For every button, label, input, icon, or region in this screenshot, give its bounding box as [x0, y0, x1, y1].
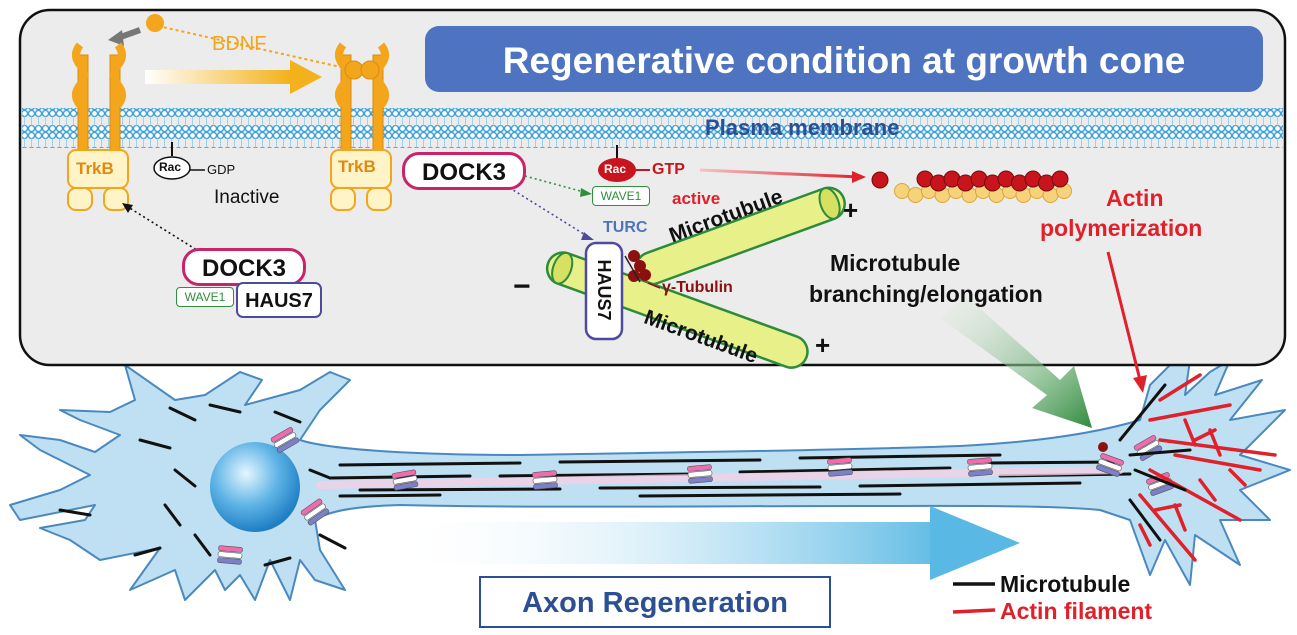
dock3-mid-label: DOCK3: [421, 159, 506, 186]
wave1-mid-box: WAVE1: [592, 186, 650, 206]
red-process-arrow: [1106, 251, 1147, 393]
cargo-vesicle: [967, 457, 993, 477]
cargo-vesicle: [827, 457, 853, 477]
axon-regeneration-arrow: [390, 506, 1020, 580]
actin-bead: [894, 183, 910, 199]
dock3-left-pill: DOCK3: [182, 248, 306, 286]
rac-inactive: [153, 142, 205, 180]
rac-to-actin-arrow: [699, 168, 866, 183]
dock3-mid-pill: DOCK3: [402, 152, 526, 190]
trkb-left-label: TrkB: [76, 159, 114, 178]
cargo-vesicle: [687, 464, 713, 484]
legend-actin: Actin filament: [1000, 598, 1153, 624]
wave1-mid-label: WAVE1: [600, 189, 642, 203]
neuron: [9, 359, 1291, 601]
growth-cone-cytoskeleton: [1098, 373, 1277, 562]
inactive-label: Inactive: [214, 187, 280, 208]
actin-filament-chain: [871, 170, 1072, 203]
process-actin-line2: polymerization: [1040, 215, 1203, 241]
wave1-left-box: WAVE1: [176, 287, 234, 307]
process-mt-line1: Microtubule: [830, 250, 961, 276]
rac-active: [598, 145, 650, 182]
trkb-right-label: TrkB: [338, 157, 376, 176]
process-actin-line1: Actin: [1106, 185, 1164, 211]
gdp-label: GDP: [207, 162, 236, 177]
bdnf-ligand: [108, 14, 346, 69]
legend-microtubule: Microtubule: [1000, 571, 1131, 597]
trkb-receptor-right: [330, 42, 392, 211]
haus7-vertical-shape: [584, 241, 624, 341]
dock3-left-label: DOCK3: [201, 255, 286, 282]
bdnf-label: BDNF: [212, 33, 267, 55]
microtubule-lower-plus: +: [815, 330, 831, 360]
axon-microtubules: [328, 453, 1132, 498]
microtubule-lower-minus: −: [513, 270, 531, 303]
title-banner: Regenerative condition at growth cone: [425, 26, 1263, 92]
rac-active-label: Rac: [604, 162, 627, 176]
cytoskeleton-in-soma: [58, 403, 347, 567]
cargo-vesicle: [532, 470, 558, 490]
transport-cargo: [217, 427, 1174, 565]
active-label: active: [672, 189, 721, 208]
dotted-arrows: [122, 175, 594, 253]
actin-bead: [907, 187, 924, 203]
wave1-left-label: WAVE1: [184, 290, 226, 304]
legend-swatches: [952, 582, 996, 614]
page-title: Regenerative condition at growth cone: [502, 40, 1186, 81]
cargo-vesicle: [391, 469, 419, 491]
membrane-label: Plasma membrane: [705, 115, 900, 140]
actin-bead: [871, 171, 889, 189]
haus7-vertical-label: HAUS7: [594, 259, 614, 321]
rac-inactive-label: Rac: [159, 160, 182, 174]
microtubule-upper-plus: +: [843, 195, 859, 225]
axon-regeneration-label: Axon Regeneration: [522, 587, 788, 619]
cargo-vesicle: [1096, 453, 1124, 477]
activation-arrow: [145, 60, 322, 94]
turc-label: TURC: [603, 219, 648, 236]
cargo-vesicle: [270, 427, 300, 453]
nucleus: [210, 442, 300, 532]
gamma-tubulin-ring: [611, 250, 661, 291]
haus7-left-box: HAUS7: [236, 282, 322, 318]
plasma-membrane: [22, 108, 1283, 148]
actin-bead: [1051, 170, 1069, 188]
gtp-label: GTP: [652, 161, 685, 178]
cargo-vesicle: [217, 545, 243, 565]
axon-regeneration-box: Axon Regeneration: [479, 576, 831, 628]
cargo-vesicle: [300, 498, 330, 526]
green-process-arrow: [940, 296, 1092, 428]
trkb-receptor-left: [67, 42, 129, 211]
gamma-tubulin-label: γ-Tubulin: [662, 279, 733, 296]
process-mt-line2: branching/elongation: [809, 281, 1043, 307]
haus7-left-label: HAUS7: [245, 290, 313, 312]
